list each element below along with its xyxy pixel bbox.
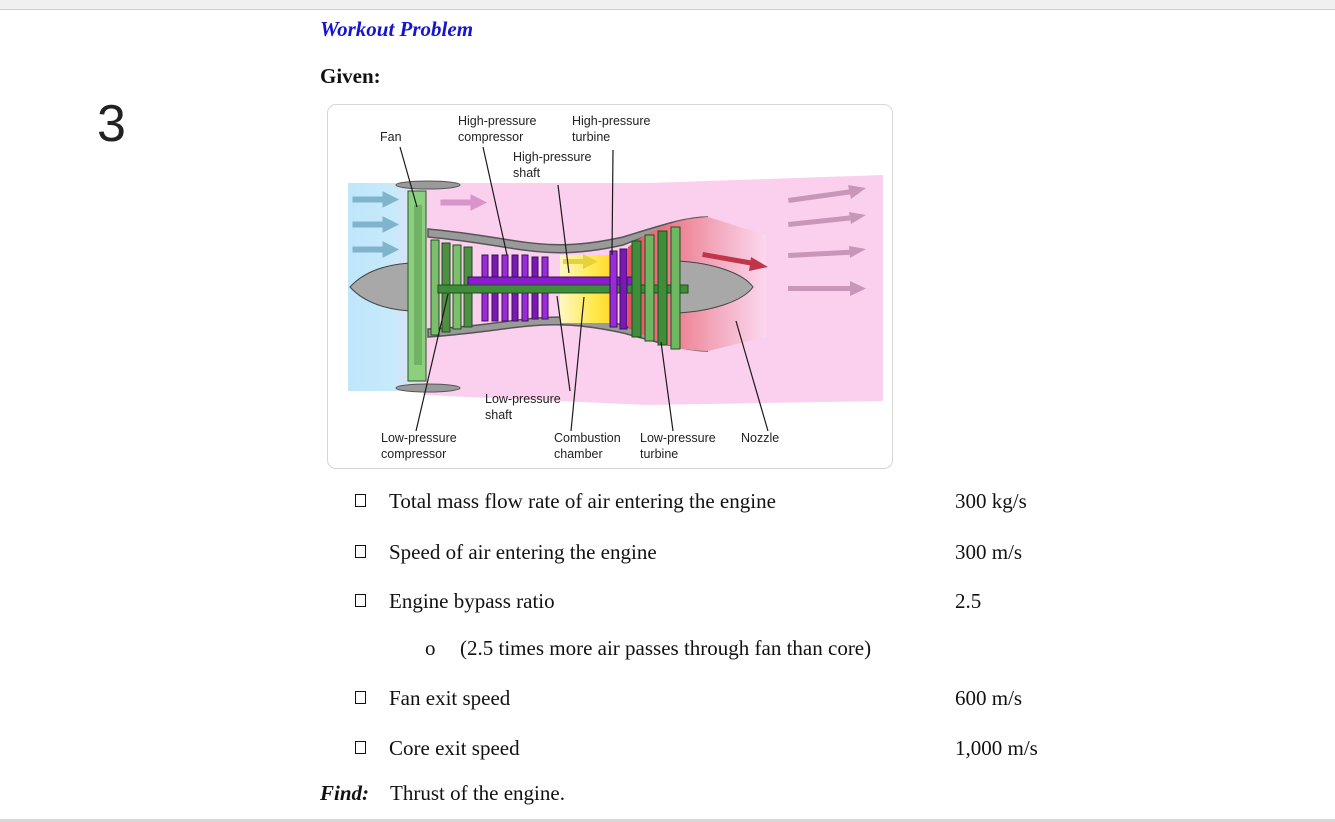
label-combustion-line1: Combustion xyxy=(554,431,621,445)
inlet-air-arrows xyxy=(352,191,488,258)
given-item-label: Engine bypass ratio xyxy=(389,589,555,613)
top-toolbar-strip xyxy=(0,0,1335,10)
tail-cone xyxy=(677,260,754,314)
given-item-value: 300 m/s xyxy=(955,540,1023,564)
label-combustion-line2: chamber xyxy=(554,447,603,461)
given-item-value: 600 m/s xyxy=(955,686,1023,710)
page-number: 3 xyxy=(97,95,126,153)
given-item: Total mass flow rate of air entering the… xyxy=(355,488,1075,514)
label-hp-turbine-line1: High-pressure xyxy=(572,114,651,128)
label-lp-turbine-line1: Low-pressure xyxy=(640,431,716,445)
given-item-label: Total mass flow rate of air entering the… xyxy=(389,489,776,513)
given-label: Given: xyxy=(320,64,381,88)
fan-cowl-bottom xyxy=(395,383,461,393)
given-item-label: Core exit speed xyxy=(389,736,520,760)
turbofan-engine-diagram: Fan High-pressure compressor High-pressu… xyxy=(327,104,893,469)
given-item: Fan exit speed 600 m/s xyxy=(355,685,1075,711)
label-hp-shaft-line1: High-pressure xyxy=(513,150,592,164)
given-item: Speed of air entering the engine 300 m/s xyxy=(355,539,1075,565)
sub-item-text: (2.5 times more air passes through fan t… xyxy=(460,636,872,660)
checkbox-bullet xyxy=(355,594,366,607)
given-item-value: 1,000 m/s xyxy=(955,736,1038,760)
fan-cowl-top xyxy=(395,180,461,190)
find-text: Thrust of the engine. xyxy=(390,781,565,805)
checkbox-bullet xyxy=(355,545,366,558)
given-item: Engine bypass ratio 2.5 xyxy=(355,588,1075,614)
given-item: Core exit speed 1,000 m/s xyxy=(355,735,1075,761)
label-hp-turbine-line2: turbine xyxy=(572,130,610,144)
label-lp-turbine-line2: turbine xyxy=(640,447,678,461)
bottom-border xyxy=(0,819,1335,822)
checkbox-bullet xyxy=(355,691,366,704)
find-label: Find: xyxy=(320,781,370,805)
label-lp-shaft-line2: shaft xyxy=(485,408,513,422)
given-item-label: Speed of air entering the engine xyxy=(389,540,657,564)
exhaust-air-arrows xyxy=(788,185,866,296)
label-hp-compressor-line1: High-pressure xyxy=(458,114,537,128)
given-item-label: Fan exit speed xyxy=(389,686,511,710)
lp-turbine-stages xyxy=(631,226,681,350)
checkbox-bullet xyxy=(355,741,366,754)
callout-lines xyxy=(399,146,769,432)
hp-turbine-stages xyxy=(609,248,628,330)
sub-item: o (2.5 times more air passes through fan… xyxy=(425,635,985,661)
section-heading: Workout Problem xyxy=(320,17,474,41)
given-item-value: 300 kg/s xyxy=(955,489,1027,513)
label-nozzle: Nozzle xyxy=(741,431,779,445)
hp-shaft xyxy=(467,276,634,286)
label-hp-shaft-line2: shaft xyxy=(513,166,541,180)
given-item-value: 2.5 xyxy=(955,589,982,613)
label-fan: Fan xyxy=(380,130,402,144)
engine-illustration: Fan High-pressure compressor High-pressu… xyxy=(348,114,883,461)
lp-shaft xyxy=(437,284,689,294)
label-lp-shaft-line1: Low-pressure xyxy=(485,392,561,406)
label-lp-compressor-line1: Low-pressure xyxy=(381,431,457,445)
core-flow-arrow xyxy=(563,252,768,271)
checkbox-bullet xyxy=(355,494,366,507)
sub-item-bullet: o xyxy=(425,636,436,660)
label-lp-compressor-line2: compressor xyxy=(381,447,446,461)
label-hp-compressor-line2: compressor xyxy=(458,130,523,144)
